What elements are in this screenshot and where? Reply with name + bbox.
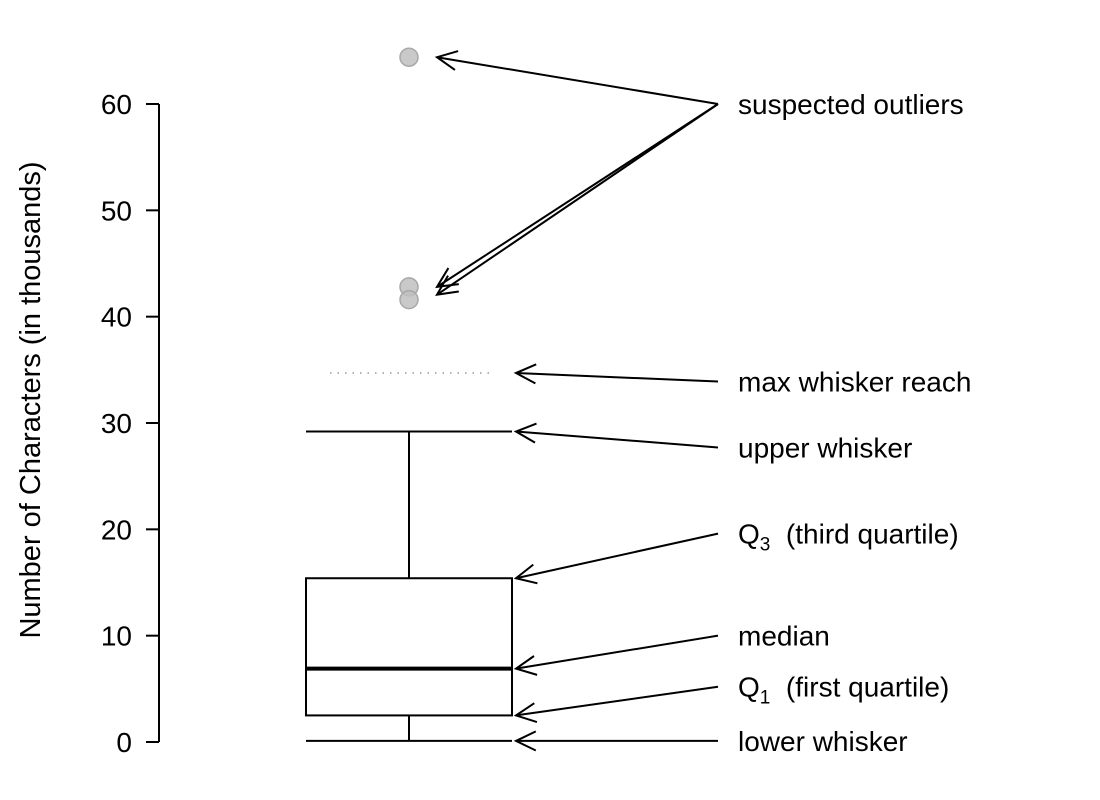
- y-tick-label: 30: [101, 408, 132, 439]
- arrow-suspected-outliers: [436, 103, 719, 296]
- arrow-head: [513, 730, 537, 752]
- y-tick-label: 40: [101, 302, 132, 333]
- arrow-head: [513, 363, 537, 385]
- y-tick-label: 60: [101, 89, 132, 120]
- outlier-point: [399, 289, 419, 310]
- y-tick-label: 20: [101, 514, 132, 545]
- arrow-upper-whisker: [515, 430, 719, 449]
- arrow-suspected-outliers: [436, 103, 719, 288]
- y-tick-label: 0: [116, 727, 132, 758]
- annotation-label-q1: Q1 (first quartile): [738, 672, 949, 709]
- y-axis: 0 10 20 30 40 50 60: [101, 89, 160, 758]
- y-axis-label: Number of Characters (in thousands): [15, 161, 47, 638]
- arrow-head: [513, 422, 537, 444]
- annotations: suspected outliers max whisker reach upper…: [434, 50, 971, 757]
- iqr-box: [305, 577, 513, 717]
- arrow-head: [513, 563, 538, 585]
- annotation-label-upper-whisker: upper whisker: [738, 432, 912, 463]
- arrow-head: [513, 702, 538, 724]
- annotation-label-max-whisker-reach: max whisker reach: [738, 367, 971, 398]
- annotation-label-suspected-outliers: suspected outliers: [738, 89, 964, 120]
- annotation-label-median: median: [738, 621, 830, 652]
- y-tick-label: 10: [101, 621, 132, 652]
- arrow-suspected-outliers: [436, 56, 719, 105]
- arrow-max-whisker-reach: [515, 372, 719, 383]
- arrow-q1: [515, 685, 719, 717]
- outlier-point: [399, 47, 419, 67]
- annotation-label-lower-whisker: lower whisker: [738, 726, 908, 757]
- arrow-head: [513, 655, 538, 676]
- annotation-label-q3: Q3 (third quartile): [738, 519, 959, 556]
- arrow-median: [515, 634, 719, 670]
- y-tick-label: 50: [101, 195, 132, 226]
- arrow-q3: [515, 532, 719, 580]
- plot-area: [305, 47, 513, 742]
- arrow-head: [434, 50, 459, 71]
- arrow-head: [435, 275, 459, 296]
